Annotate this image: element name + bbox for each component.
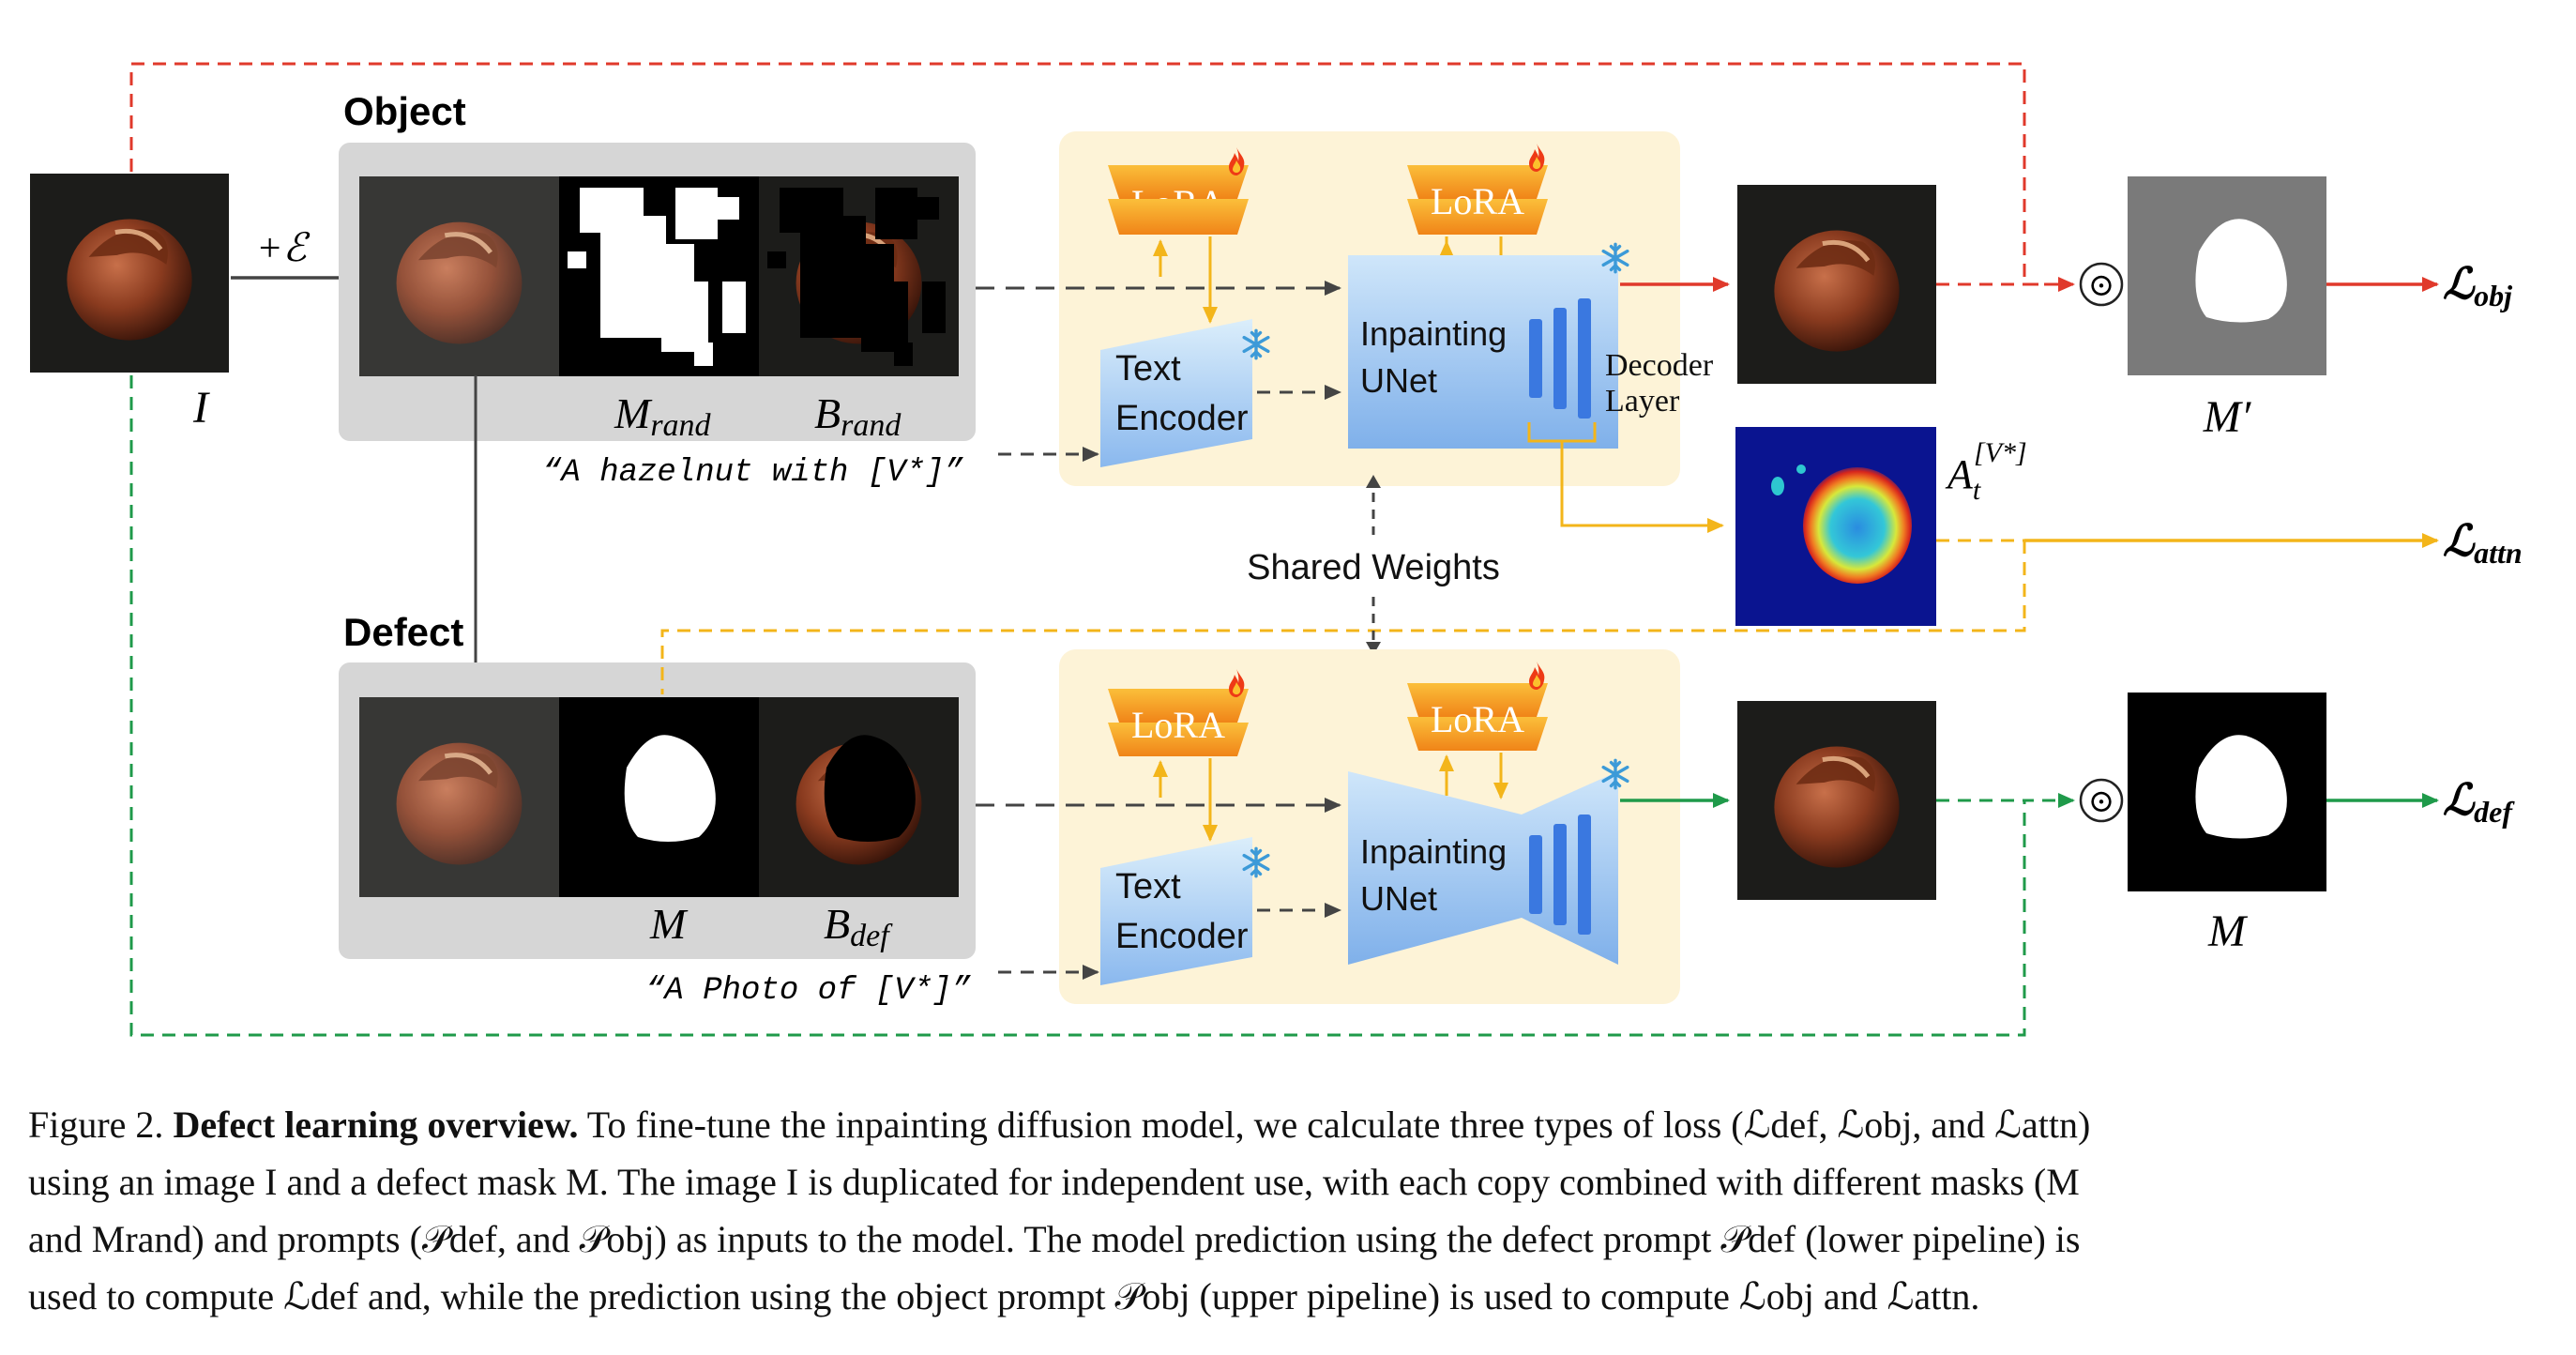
svg-text:Encoder: Encoder xyxy=(1115,399,1249,438)
object-inpainting-unet: Inpainting UNet xyxy=(1348,242,1629,449)
m-out-label: M xyxy=(2207,906,2249,956)
defect-background xyxy=(759,697,959,897)
object-section-title: Object xyxy=(343,89,466,133)
caption-line-3: and Mrand) and prompts (𝒫def, and 𝒫obj) … xyxy=(28,1218,2081,1260)
object-prediction-image xyxy=(1737,185,1936,384)
svg-text:UNet: UNet xyxy=(1360,879,1437,918)
defect-inpainting-unet: Inpainting UNet xyxy=(1348,758,1629,965)
decoder-layer-label-1: Decoder xyxy=(1605,348,1714,383)
svg-text:LoRA: LoRA xyxy=(1431,180,1524,222)
shared-weights-down-head xyxy=(1366,642,1381,655)
svg-text:UNet: UNet xyxy=(1360,361,1437,400)
caption-label: Figure 2. xyxy=(28,1104,164,1146)
caption-line-4: used to compute ℒdef and, while the pred… xyxy=(28,1275,1980,1317)
noisy-image-defect xyxy=(359,697,559,897)
object-lora-unet: LoRA xyxy=(1407,144,1548,235)
loss-obj-label: ℒobj xyxy=(2443,260,2512,312)
defect-prompt: “A Photo of [V*]” xyxy=(645,973,971,1009)
caption-body-1: To fine-tune the inpainting diffusion mo… xyxy=(586,1104,2091,1146)
decoder-layer-bar xyxy=(1578,298,1591,419)
b-rand-label: Brand xyxy=(814,389,902,443)
svg-text:Text: Text xyxy=(1115,349,1181,388)
svg-text:LoRA: LoRA xyxy=(1131,704,1225,746)
defect-lora-unet: LoRA xyxy=(1407,662,1548,751)
defect-elementwise-product xyxy=(2079,778,2124,823)
attention-map xyxy=(1735,427,1936,626)
caption-line-1: Figure 2. Defect learning overview. To f… xyxy=(28,1096,2552,1153)
defect-mask-m xyxy=(2128,693,2326,891)
svg-text:Inpainting: Inpainting xyxy=(1360,832,1507,871)
attn-label: At xyxy=(1945,451,1981,506)
shared-weights-up-head xyxy=(1366,475,1381,488)
defect-learning-diagram: I +ℰ Object Mrand Brand “A hazelnut with… xyxy=(0,62,2523,1037)
noisy-image xyxy=(359,176,559,376)
input-image-label: I xyxy=(192,383,210,433)
svg-text:Inpainting: Inpainting xyxy=(1360,314,1507,353)
figure-caption: Figure 2. Defect learning overview. To f… xyxy=(28,1096,2552,1325)
defect-prediction-image xyxy=(1737,701,1936,900)
defect-section-title: Defect xyxy=(343,610,463,654)
svg-text:Text: Text xyxy=(1115,867,1181,906)
object-elementwise-product xyxy=(2079,262,2124,307)
noise-label: +ℰ xyxy=(256,227,311,270)
object-prompt: “A hazelnut with [V*]” xyxy=(542,455,963,491)
object-mask-m-prime xyxy=(2128,176,2326,375)
defect-text-encoder: Text Encoder xyxy=(1100,837,1270,985)
loss-def-label: ℒdef xyxy=(2443,776,2515,829)
object-text-encoder: Text Encoder xyxy=(1100,319,1270,467)
defect-loss-path xyxy=(129,375,2075,1037)
caption-line-2: using an image I and a defect mask M. Th… xyxy=(28,1161,2080,1203)
object-loss-path xyxy=(129,62,2075,292)
defect-odot-symbol: ⊙ xyxy=(2088,784,2115,819)
attn-map-arrow xyxy=(1560,441,1724,533)
decoder-layer-bar xyxy=(1529,319,1542,398)
decoder-layer-label-2: Layer xyxy=(1605,384,1680,419)
defect-lora-text: LoRA xyxy=(1108,669,1249,756)
random-background xyxy=(759,176,959,376)
decoder-layer-bar xyxy=(1529,835,1542,914)
defect-mask xyxy=(559,697,759,897)
m-label: M xyxy=(649,900,689,948)
caption-title: Defect learning overview. xyxy=(173,1104,579,1146)
decoder-layer-bar xyxy=(1553,824,1567,925)
shared-weights-label: Shared Weights xyxy=(1247,548,1500,587)
input-image xyxy=(30,174,229,373)
random-mask xyxy=(559,176,759,376)
loss-attn-label: ℒattn xyxy=(2443,517,2523,570)
m-prime-label: M′ xyxy=(2203,392,2252,442)
decoder-layer-bar xyxy=(1578,815,1591,935)
m-rand-label: Mrand xyxy=(614,389,712,443)
defect-mask-to-attn-path xyxy=(660,540,2026,694)
object-lora-text-bottom xyxy=(1108,199,1249,235)
svg-text:Encoder: Encoder xyxy=(1115,917,1249,956)
decoder-layer-bar xyxy=(1553,308,1567,409)
attn-sup-label: [V*] xyxy=(1974,437,2027,468)
object-odot-symbol: ⊙ xyxy=(2088,268,2115,303)
svg-text:LoRA: LoRA xyxy=(1431,698,1524,740)
b-def-label: Bdef xyxy=(824,900,893,953)
